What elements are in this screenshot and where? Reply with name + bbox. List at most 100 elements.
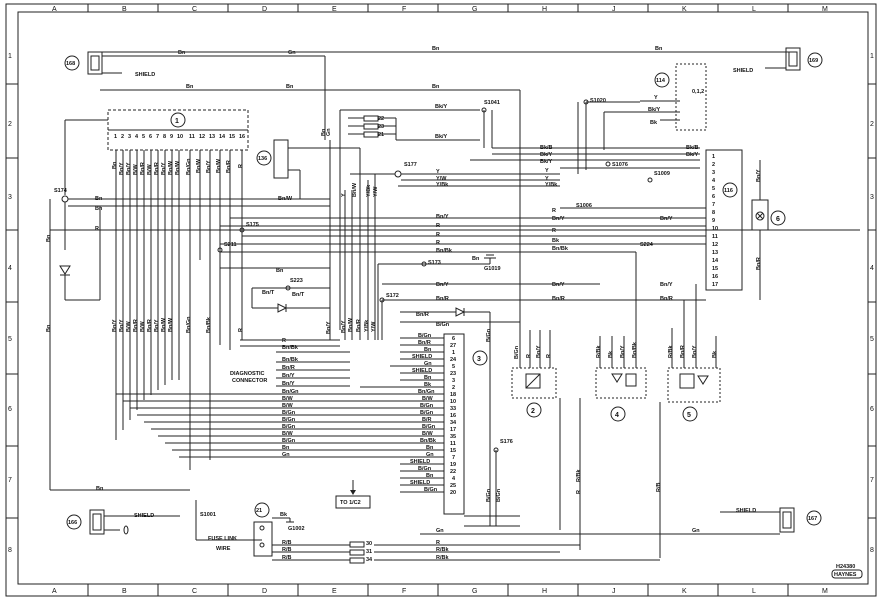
- svg-text:SHIELD: SHIELD: [412, 354, 432, 360]
- svg-text:Bn/R: Bn/R: [660, 296, 673, 302]
- svg-text:R: R: [546, 354, 552, 358]
- component-5: 5 R/Bk Bn/R Bn/Y Bk: [667, 284, 721, 422]
- splice-s1020: S1020 Bk/B Bk/Y Bk/Y Y Y Y/Bk Bk/B Bk/Y …: [470, 98, 700, 188]
- svg-text:6: 6: [149, 134, 152, 140]
- svg-text:Bn/R: Bn/R: [133, 319, 139, 332]
- row-label: 8: [8, 547, 12, 554]
- svg-text:B/W: B/W: [126, 321, 132, 333]
- svg-text:HAYNES: HAYNES: [834, 572, 857, 578]
- svg-text:166: 166: [68, 520, 77, 526]
- svg-text:Y/Bk: Y/Bk: [545, 182, 558, 188]
- fuses-bottom: 30 31 34 R/B R/B R/B R R/Bk R/Bk Gn: [272, 528, 780, 564]
- connector-3: 3: [443, 333, 488, 515]
- svg-text:S1001: S1001: [200, 512, 216, 518]
- svg-text:20: 20: [450, 490, 456, 496]
- svg-text:Bn/Y: Bn/Y: [206, 160, 212, 173]
- svg-text:WIRE: WIRE: [216, 546, 231, 552]
- svg-text:R: R: [552, 208, 556, 214]
- svg-text:R: R: [436, 240, 440, 246]
- splice-s176: S176 B/Gn B/Gn B/Gn R R/Bk R/B: [464, 312, 662, 558]
- svg-text:27: 27: [450, 343, 456, 349]
- fuse-block-top: 22 23 21 Bk/Y Bk/Y S1041: [339, 100, 500, 330]
- svg-text:17: 17: [712, 282, 718, 288]
- svg-text:23: 23: [378, 124, 384, 130]
- center-wire-colors: Bn Gn Y Bn/W Y/Bk Y/W: [321, 128, 379, 197]
- svg-text:8: 8: [712, 210, 715, 216]
- svg-text:4: 4: [135, 134, 139, 140]
- splice-s1001: S1001: [195, 500, 262, 541]
- svg-text:R/Bk: R/Bk: [436, 555, 449, 561]
- svg-text:S1009: S1009: [654, 171, 670, 177]
- svg-text:3: 3: [477, 356, 481, 363]
- svg-text:Bk/Y: Bk/Y: [540, 159, 553, 165]
- svg-text:1: 1: [712, 154, 715, 160]
- row-label: 2: [870, 121, 874, 128]
- sensor-169: 169 SHIELD: [720, 47, 823, 74]
- svg-text:R/B: R/B: [282, 547, 292, 553]
- svg-text:B/Gn: B/Gn: [418, 466, 432, 472]
- connector-3-wires: [116, 337, 444, 493]
- lamp-6: 6 Bn/Y Bn/R: [751, 160, 786, 300]
- svg-text:B/W: B/W: [282, 431, 294, 437]
- svg-text:Bn/R: Bn/R: [282, 365, 295, 371]
- svg-text:Bn/Gn: Bn/Gn: [186, 316, 192, 333]
- svg-text:Bn/R: Bn/R: [416, 312, 429, 318]
- svg-text:Bn/R: Bn/R: [154, 162, 160, 175]
- svg-text:114: 114: [656, 78, 666, 84]
- svg-text:Y/Bk: Y/Bk: [436, 182, 449, 188]
- svg-text:Bn/Y: Bn/Y: [282, 381, 295, 387]
- col-label: F: [402, 6, 406, 13]
- svg-text:10: 10: [177, 134, 183, 140]
- wire-label: Bn: [286, 84, 294, 90]
- sensor-166: 166 SHIELD: [66, 509, 180, 535]
- svg-text:15: 15: [229, 134, 235, 140]
- svg-text:1: 1: [175, 118, 179, 125]
- svg-text:R/B: R/B: [656, 483, 662, 493]
- svg-text:Bn/Y: Bn/Y: [112, 319, 118, 332]
- diagnostic-connector: DIAGNOSTIC CONNECTOR R Bn/Bk Bn/Bk Bn/R …: [230, 338, 350, 387]
- svg-text:Bn: Bn: [46, 324, 52, 332]
- row-label: 5: [870, 336, 874, 343]
- wire-label: Bn: [432, 46, 440, 52]
- wire-label: Bk: [650, 120, 658, 126]
- svg-text:Y/W: Y/W: [373, 186, 379, 197]
- svg-text:8: 8: [163, 134, 166, 140]
- svg-text:Bn/Gn: Bn/Gn: [186, 158, 192, 175]
- svg-text:S173: S173: [428, 260, 441, 266]
- svg-text:22: 22: [378, 116, 384, 122]
- svg-text:Bk/Y: Bk/Y: [435, 104, 448, 110]
- col-label: C: [192, 588, 197, 595]
- svg-text:FUSE LINK: FUSE LINK: [208, 536, 237, 542]
- svg-text:Gn: Gn: [436, 528, 444, 534]
- col-label: K: [682, 588, 687, 595]
- col-label: H: [542, 588, 547, 595]
- svg-text:Bn/Gn: Bn/Gn: [418, 389, 435, 395]
- svg-text:Bk: Bk: [712, 350, 718, 358]
- wire-label: Bn: [655, 46, 663, 52]
- svg-text:21: 21: [256, 508, 262, 514]
- svg-text:Bn/R: Bn/R: [418, 340, 431, 346]
- shield-label: SHIELD: [135, 72, 155, 78]
- svg-text:1: 1: [114, 134, 117, 140]
- svg-text:S172: S172: [386, 293, 399, 299]
- svg-text:9: 9: [170, 134, 173, 140]
- svg-text:B/Gn: B/Gn: [282, 438, 296, 444]
- svg-text:B/W: B/W: [422, 431, 434, 437]
- svg-text:136: 136: [258, 156, 267, 162]
- svg-text:116: 116: [724, 188, 733, 194]
- svg-text:R: R: [526, 354, 532, 358]
- col-label: G: [472, 6, 477, 13]
- svg-text:Bn/W: Bn/W: [196, 158, 202, 173]
- svg-text:Bn/R: Bn/R: [756, 257, 762, 270]
- svg-text:Bk: Bk: [608, 350, 614, 358]
- ecu-wire-colors: Bn Bn/Y Bn/Y B/W Bn/R B/W Bn/R Bn/Y Bn/W…: [112, 158, 244, 175]
- center-vertical-wires: [329, 140, 376, 340]
- svg-text:35: 35: [450, 434, 456, 440]
- svg-text:16: 16: [239, 134, 245, 140]
- svg-text:SHIELD: SHIELD: [134, 513, 154, 519]
- svg-text:Y/W: Y/W: [371, 321, 377, 332]
- svg-text:Bn/R: Bn/R: [436, 296, 449, 302]
- svg-text:S175: S175: [246, 222, 259, 228]
- svg-text:16: 16: [450, 413, 456, 419]
- connector-3-wire-labels: B/Gn Bn/R Bn SHIELD Gn SHIELD Bn Bk Bn/G…: [410, 333, 438, 493]
